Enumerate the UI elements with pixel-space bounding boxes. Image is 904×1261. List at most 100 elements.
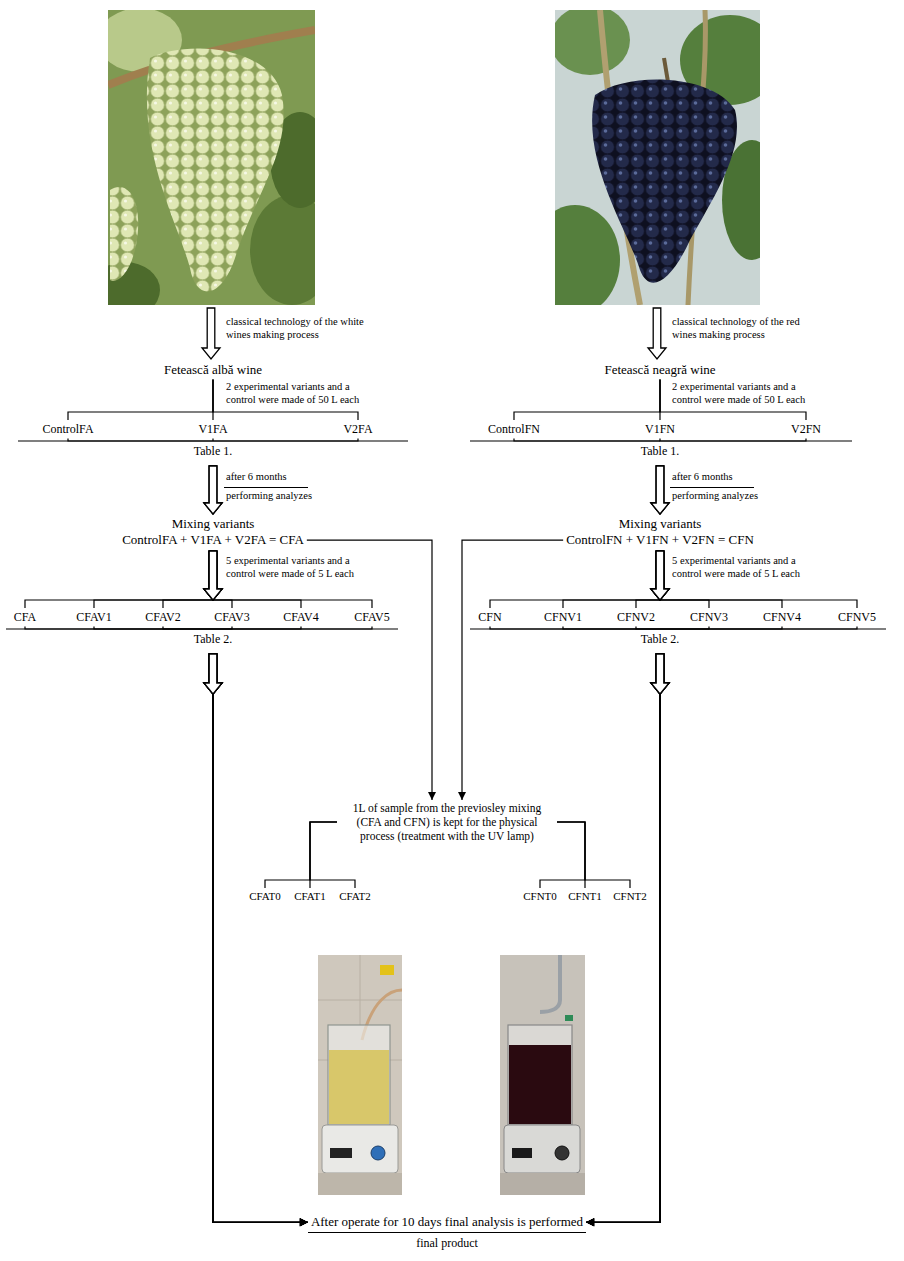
- arrow-head: [586, 1218, 594, 1226]
- arrow-head: [586, 1218, 594, 1226]
- connector-line: [213, 694, 308, 1222]
- flow-note: 5 experimental variants and a control we…: [672, 555, 822, 580]
- flow-note: classical technology of the red wines ma…: [672, 316, 812, 341]
- flow-step: CFAV5: [351, 608, 393, 626]
- connector: [586, 626, 669, 1226]
- connector-line: [557, 822, 585, 888]
- connector-line: [163, 600, 213, 608]
- connector-line: [213, 600, 372, 608]
- step-text: CFN: [478, 610, 501, 624]
- flow-step: Mixing variantsControlFA + V1FA + V2FA =…: [119, 514, 307, 549]
- connector-line: [68, 438, 213, 441]
- block-arrow: [204, 551, 222, 600]
- white-grape-photo: [108, 10, 315, 305]
- flow-note: Table 1.: [194, 444, 232, 458]
- flow-note: 2 experimental variants and a control we…: [672, 381, 822, 406]
- connector-line: [563, 600, 660, 608]
- connector-line: [586, 694, 660, 1222]
- flow-step: Fetească neagră wine: [601, 360, 718, 380]
- stirrer-display: [330, 1148, 352, 1158]
- connector-line: [586, 694, 660, 1222]
- step-text: CFNV1: [544, 610, 582, 624]
- flow-step: CFAV2: [142, 608, 184, 626]
- block-arrow: [204, 654, 222, 694]
- flow-note: after 6 months: [226, 471, 287, 484]
- stirrer-plate: [504, 1125, 580, 1173]
- bench: [500, 1173, 585, 1195]
- step-text: V2FA: [343, 422, 372, 436]
- arrow-head: [586, 1218, 594, 1226]
- arrow-head: [300, 1218, 308, 1226]
- flow-step: V2FN: [788, 420, 824, 438]
- connector-line: [660, 600, 709, 608]
- block-arrow: [204, 466, 222, 514]
- step-text: CFA: [14, 610, 36, 624]
- stirrer-plate: [322, 1125, 398, 1173]
- step-text: ControlFN + V1FN + V2FN = CFN: [566, 532, 754, 548]
- flow-step: CFNT2: [610, 888, 650, 905]
- connector-line: [163, 626, 213, 629]
- block-arrow: [204, 654, 222, 694]
- step-text: CFNV5: [838, 610, 876, 624]
- connector: [204, 626, 308, 1226]
- flow-step: V2FA: [340, 420, 375, 438]
- block-arrow: [651, 551, 669, 600]
- flow-step: CFA: [11, 608, 39, 626]
- leaf: [555, 10, 630, 75]
- connector-line: [213, 694, 308, 1222]
- step-text: CFNV4: [763, 610, 801, 624]
- step-text: ControlFN: [488, 422, 540, 436]
- connector: [563, 551, 669, 608]
- connector-line: [213, 600, 232, 608]
- flow-step: CFNT0: [520, 888, 560, 905]
- flow-step: CFAT1: [291, 888, 329, 905]
- flow-note: performing analyzes: [672, 490, 758, 503]
- connector-line: [213, 694, 308, 1222]
- connector-line: [660, 626, 857, 629]
- flow-note: Table 2.: [194, 632, 232, 646]
- connector-line: [660, 600, 782, 608]
- beaker: [508, 1025, 572, 1125]
- stirrer-display: [512, 1148, 532, 1158]
- flow-note: 5 experimental variants and a control we…: [226, 555, 376, 580]
- step-text: CFNT2: [613, 890, 647, 903]
- block-arrow: [204, 654, 222, 694]
- block-arrow: [204, 551, 222, 600]
- step-text: Mixing variants: [566, 516, 754, 532]
- grape-cluster: [110, 187, 138, 281]
- arrow-head: [586, 1218, 594, 1226]
- flow-note: after 6 months: [672, 471, 733, 484]
- arrow-head: [300, 1218, 308, 1226]
- flow-note: classical technology of the white wines …: [226, 316, 366, 341]
- block-arrow: [651, 466, 669, 514]
- block-arrow: [651, 551, 669, 600]
- connector: [586, 626, 857, 1226]
- connector-line: [636, 626, 660, 629]
- step-text: Fetească neagră wine: [604, 362, 715, 378]
- arrow-head: [586, 1218, 594, 1226]
- connector: [25, 626, 308, 1226]
- flow-step: CFNV5: [835, 608, 879, 626]
- flow-step: CFAT2: [336, 888, 374, 905]
- flow-step: CFNV1: [541, 608, 585, 626]
- label-rule: [224, 487, 308, 488]
- block-arrow: [204, 466, 222, 514]
- connector-line: [94, 600, 213, 608]
- step-text: CFAV4: [283, 610, 319, 624]
- connector: [163, 626, 308, 1226]
- step-text: 1L of sample from the previosley mixing …: [340, 802, 554, 843]
- step-text: ControlFA: [42, 422, 93, 436]
- step-text: CFAV2: [145, 610, 181, 624]
- connector-line: [94, 626, 213, 629]
- connector: [94, 626, 308, 1226]
- arrow-head: [300, 1218, 308, 1226]
- grape-stem: [664, 58, 668, 82]
- bench: [318, 1173, 402, 1195]
- leaf: [555, 205, 620, 305]
- block-arrow: [651, 551, 669, 600]
- connector: [563, 626, 669, 1226]
- connector-line: [25, 600, 213, 608]
- connector-line: [462, 540, 563, 800]
- white-wine: [329, 1050, 389, 1124]
